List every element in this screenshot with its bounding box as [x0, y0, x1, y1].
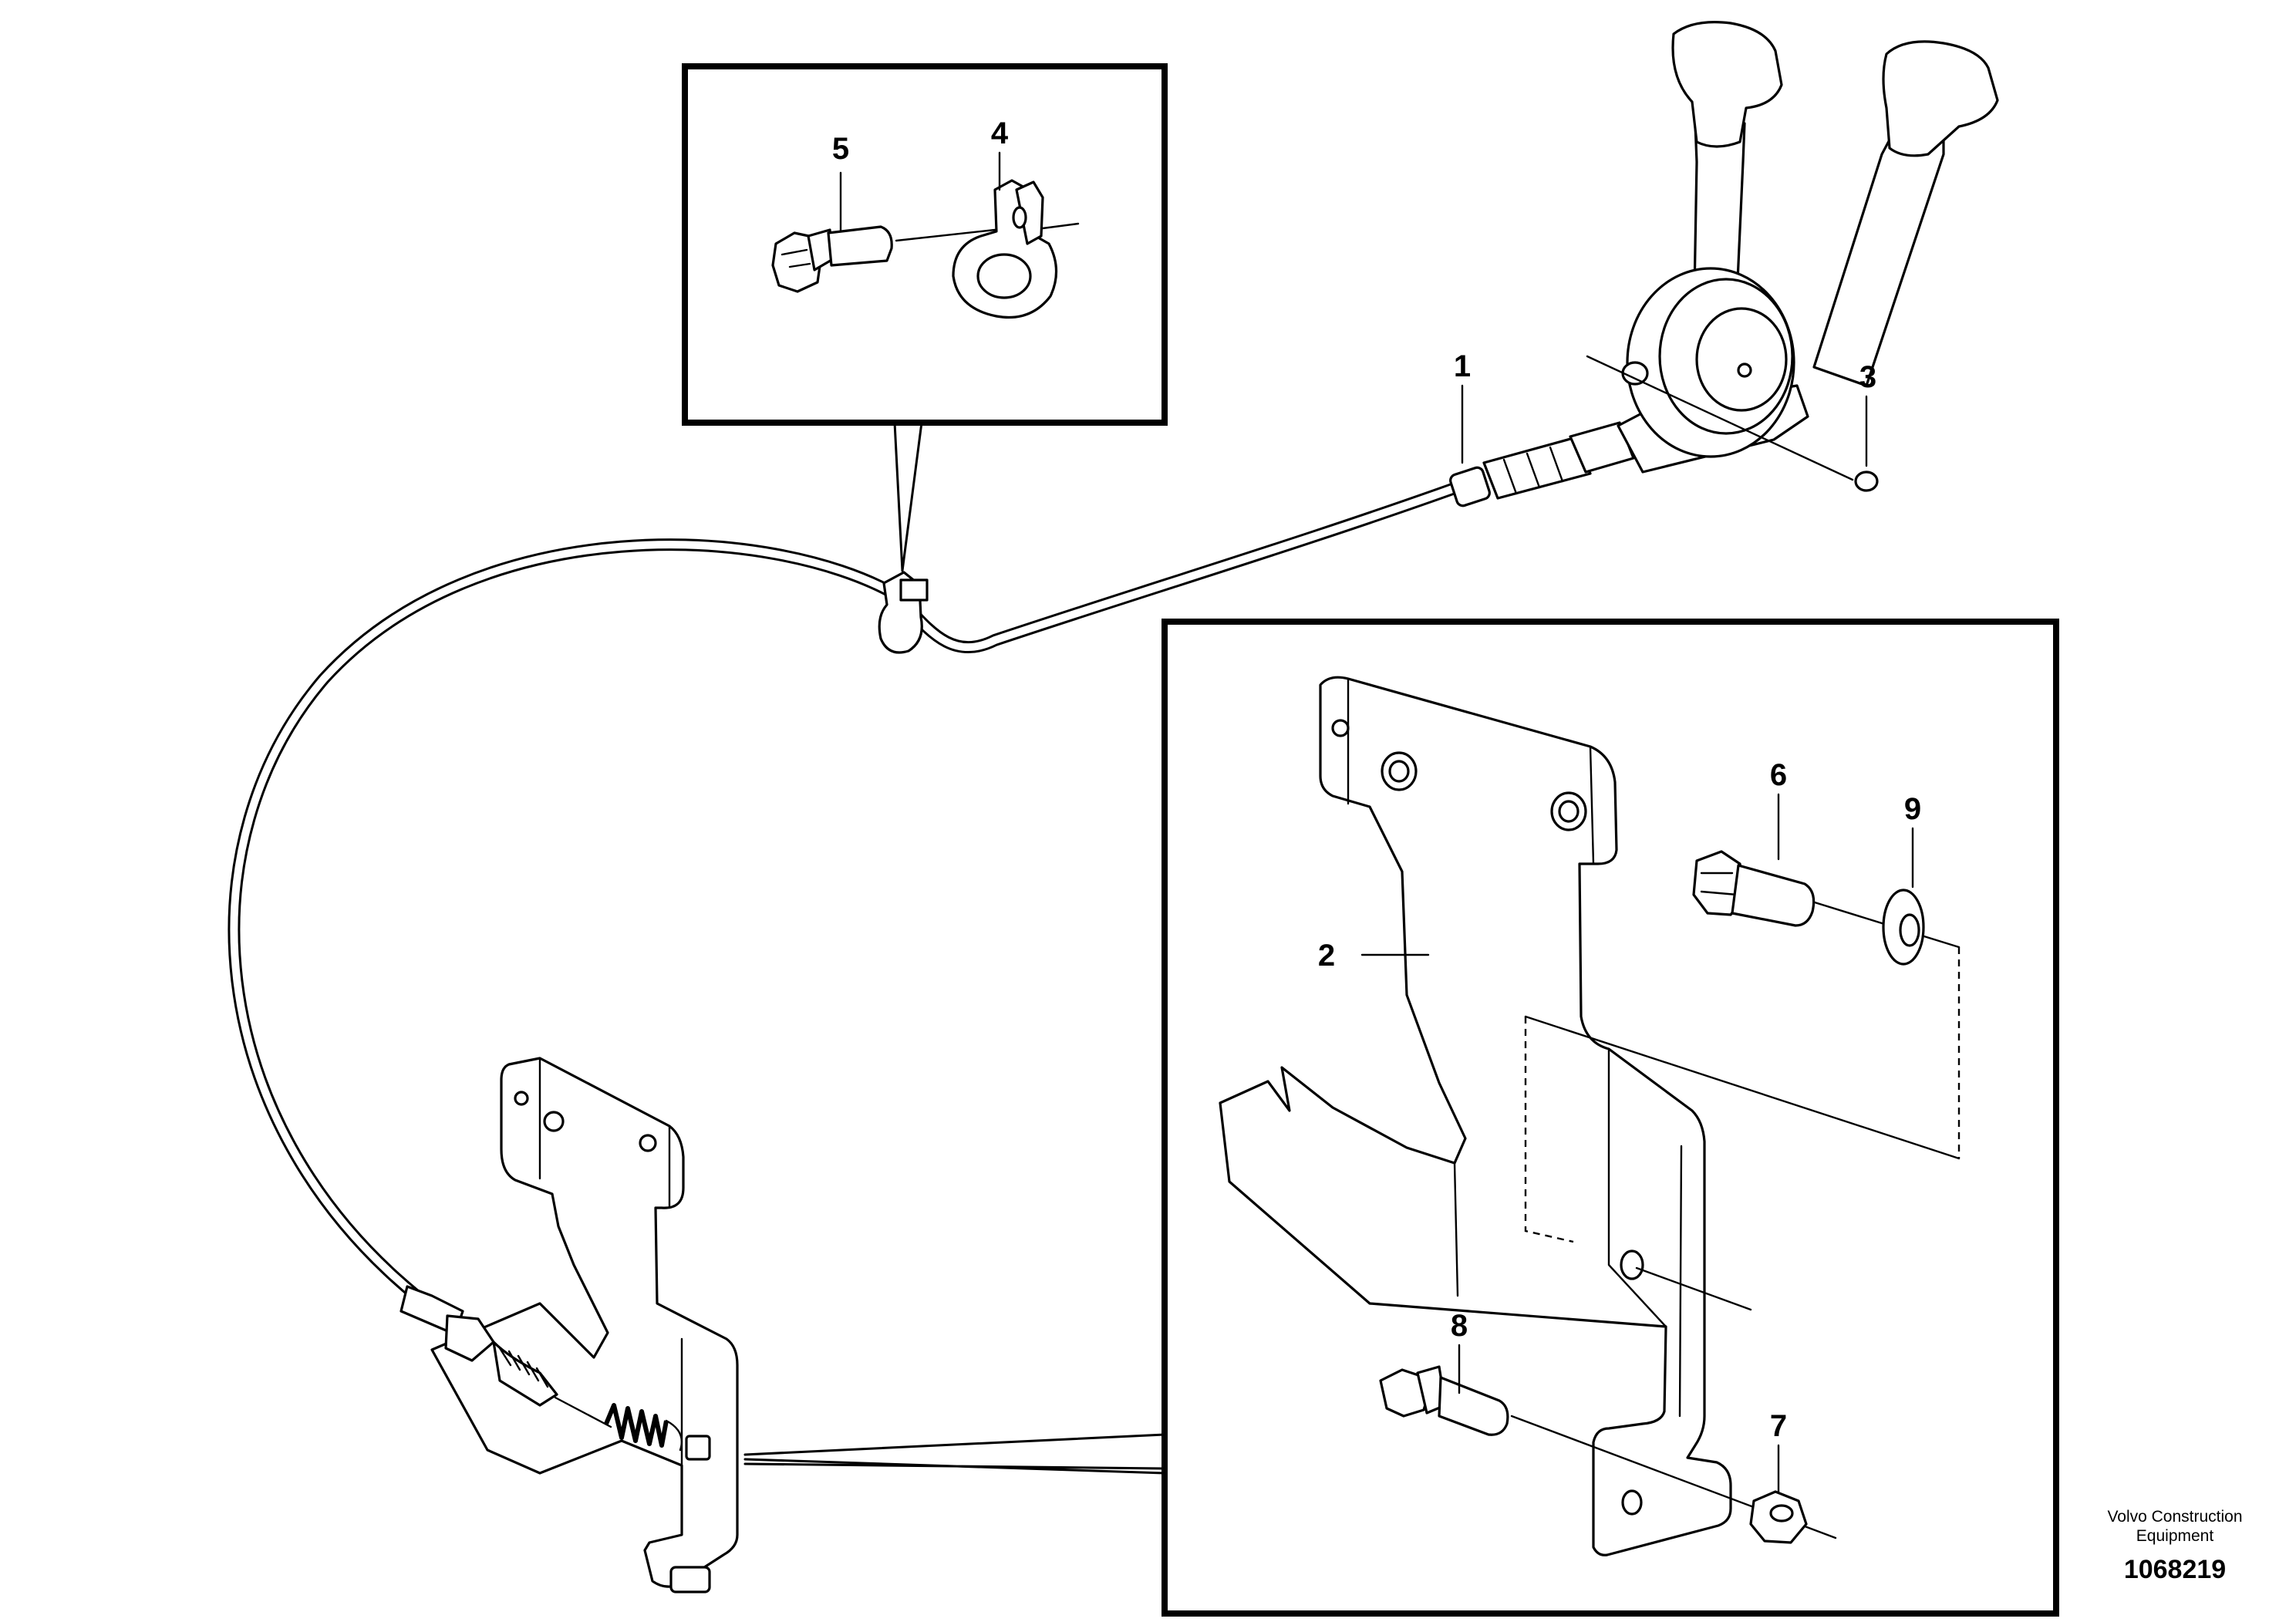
bracket-2-hole-3	[1620, 1249, 1644, 1280]
spring-stud	[685, 1435, 711, 1461]
control-lever-assembly: 3 1	[1454, 21, 1999, 492]
bolt-item-8	[1379, 1365, 1509, 1436]
lever-knob-rear	[1882, 40, 1999, 157]
return-spring	[604, 1403, 683, 1452]
cable-core-wire	[554, 1396, 612, 1428]
nut-7-hole	[1769, 1504, 1794, 1523]
screw-item-3	[1586, 355, 1879, 492]
clip-detail-inset: 5 4	[682, 63, 1168, 572]
clip-item-4	[952, 179, 1080, 319]
spring-hook	[665, 1419, 683, 1452]
cable-end-nut	[444, 1314, 495, 1362]
lever-pivot	[1737, 363, 1752, 378]
bracket-2-hole-small	[1331, 719, 1350, 737]
bolt-5-head	[771, 231, 822, 293]
bracket-2-folds	[1453, 1145, 1683, 1418]
callout-6: 6	[1770, 758, 1787, 792]
bolt-6-facets	[1700, 872, 1738, 896]
company-line-2: Equipment	[2136, 1527, 2214, 1545]
screw-3-head	[1854, 470, 1879, 492]
bracket-inset-pointer	[743, 1433, 1166, 1475]
bolt-5-shank	[827, 225, 893, 267]
axis-hole-3	[1635, 1266, 1752, 1311]
axis-washer-9	[1803, 898, 1961, 949]
callout-3: 3	[1859, 360, 1876, 394]
installed-hole-1	[514, 1091, 529, 1106]
cable-thread-lines	[498, 1347, 549, 1388]
cable-clip	[878, 571, 929, 654]
ferrule-collar	[1449, 466, 1491, 508]
ferrule-rings	[1502, 446, 1564, 495]
clip-4-hole	[1012, 206, 1027, 229]
clip-4-rubber-insert	[976, 253, 1032, 299]
spring-coils	[604, 1403, 669, 1448]
company-line-1: Volvo Construction	[2107, 1508, 2242, 1526]
nut-item-7	[1749, 1490, 1808, 1544]
clip-inset-frame	[682, 63, 1168, 426]
bolt-item-5	[771, 225, 996, 293]
callout-9: 9	[1904, 792, 1921, 826]
axis-bolt-6	[1524, 1015, 1961, 1160]
cable-clip-screw	[899, 578, 929, 602]
bracket-2-edges	[1347, 677, 1667, 1328]
throttle-cable	[228, 421, 1635, 1302]
washer-9-inner	[1899, 913, 1920, 947]
lever-arm-rear	[1812, 130, 1945, 387]
bolt-item-6	[1692, 850, 1816, 927]
bolt-8-shank	[1438, 1376, 1509, 1436]
callout-8: 8	[1451, 1309, 1468, 1343]
installed-bracket-plate	[430, 1057, 739, 1588]
installed-hole-3	[639, 1134, 657, 1152]
footer-credit: Volvo Construction Equipment 1068219	[2107, 1508, 2242, 1584]
screw-3-axis	[1586, 355, 1854, 481]
lever-knob-front	[1671, 21, 1783, 148]
ferrule-end	[1569, 421, 1635, 474]
bracket-inset-frame	[1161, 619, 2059, 1617]
callout-4: 4	[991, 116, 1009, 150]
bracket-2-hole-1-inner	[1388, 760, 1410, 783]
installed-bracket	[400, 1057, 1166, 1593]
washer-item-9	[1882, 889, 1925, 966]
clip-4-axis	[1041, 222, 1080, 230]
ferrule-tube	[1482, 437, 1592, 500]
cable-ferrule	[1449, 421, 1635, 508]
bolt-5-axis	[895, 228, 996, 242]
bracket-2-hole-2-inner	[1558, 800, 1580, 823]
bracket-item-2	[1219, 676, 1732, 1556]
callout-1: 1	[1454, 349, 1471, 383]
bolt-5-facets	[781, 248, 811, 268]
installed-hole-2	[543, 1111, 565, 1132]
lever-screw-hole	[1621, 361, 1649, 386]
cable-inner	[230, 481, 1469, 1300]
bolt-6-shank	[1731, 864, 1816, 927]
document-number: 1068219	[2124, 1555, 2226, 1584]
bracket-2-hole-4	[1621, 1489, 1643, 1516]
callout-7: 7	[1770, 1409, 1787, 1443]
bracket-detail-inset: 2 6 9 8 7	[1161, 619, 2059, 1617]
clip-4-tab	[1015, 180, 1044, 245]
callout-2: 2	[1318, 939, 1335, 973]
callout-5: 5	[832, 132, 849, 166]
lever-hub	[1695, 307, 1788, 412]
lower-stud	[669, 1566, 711, 1593]
clip-inset-pointer	[893, 421, 923, 572]
dashed-outline-left	[1524, 1017, 1574, 1243]
